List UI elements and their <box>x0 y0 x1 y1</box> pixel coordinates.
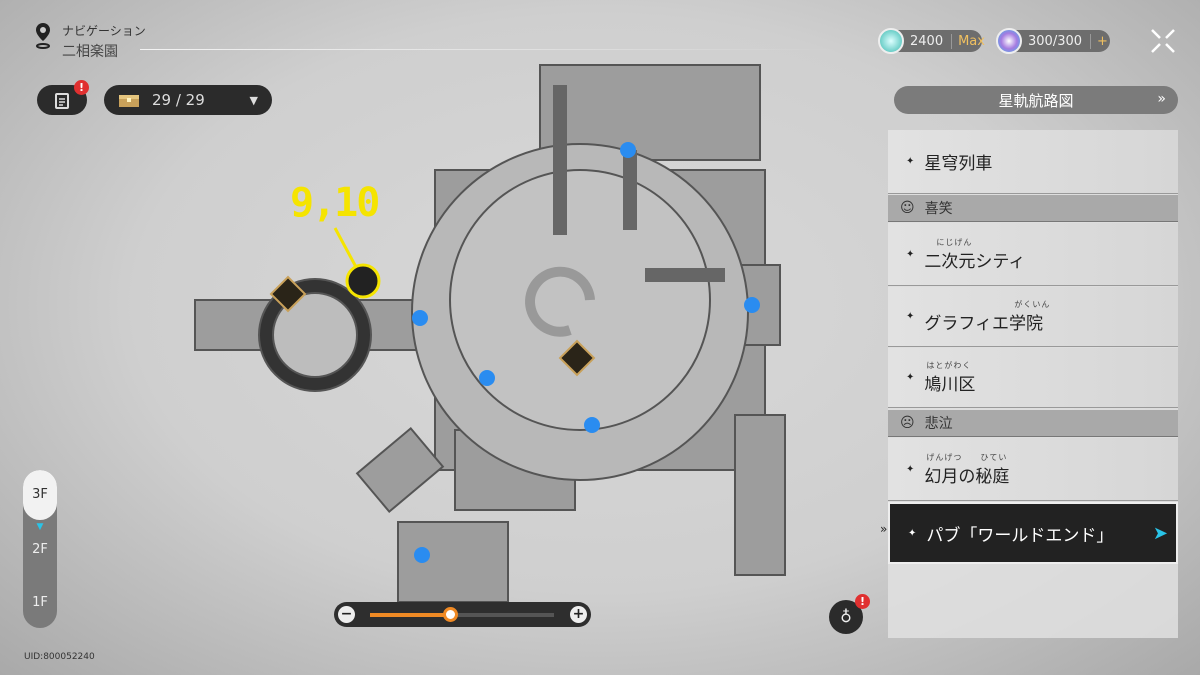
planet-icon: ♁ <box>840 607 852 626</box>
map-room-southeast <box>734 414 786 576</box>
star-rail-map-button[interactable]: 星軌航路図» <box>894 86 1178 114</box>
category-header-joy: ☺喜笑 <box>888 195 1178 222</box>
trailblaze-fuel-icon <box>878 28 904 54</box>
close-icon[interactable] <box>1150 28 1176 54</box>
floor-selector[interactable]: 3F ▼ 2F 1F <box>23 470 57 628</box>
origami-bird-marker-icon[interactable] <box>412 310 428 326</box>
star-icon: ✦ <box>906 156 915 167</box>
location-list[interactable]: ✦星穹列車 ☺喜笑 ✦にじげん二次元シティ ✦がくいんグラフィエ学院 ✦はとがわ… <box>880 130 1178 638</box>
navigation-label: ナビゲーション <box>62 24 146 38</box>
list-item-graffiti-academy[interactable]: ✦がくいんグラフィエ学院 <box>888 287 1178 347</box>
annotation-label: 9,10 <box>290 180 380 226</box>
origami-bird-marker-icon[interactable] <box>620 142 636 158</box>
zoom-control[interactable]: − + <box>334 602 591 627</box>
floor-3f[interactable]: 3F <box>23 470 57 520</box>
chest-count: 29 / 29 <box>152 91 205 109</box>
map-west-rotunda-floor <box>272 292 358 378</box>
shop-marker-icon[interactable] <box>269 275 307 313</box>
navigation-header: ナビゲーション二相楽園 <box>34 22 234 62</box>
star-icon: ✦ <box>906 311 915 322</box>
crying-mask-icon: ☹ <box>900 415 915 431</box>
add-power-button[interactable]: + <box>1090 33 1108 49</box>
list-item-dimension-city[interactable]: ✦にじげん二次元シティ <box>888 223 1178 286</box>
laughing-mask-icon: ☺ <box>900 200 915 216</box>
clipboard-icon <box>55 92 69 109</box>
treasure-chest-dropdown[interactable]: 29 / 29 ▼ <box>104 85 272 115</box>
npc-marker-icon[interactable] <box>345 263 381 299</box>
origami-bird-marker-icon[interactable] <box>414 547 430 563</box>
category-header-sorrow: ☹悲泣 <box>888 410 1178 437</box>
notification-badge: ! <box>74 80 89 95</box>
origami-bird-marker-icon[interactable] <box>584 417 600 433</box>
current-floor-marker-icon: ▼ <box>36 522 44 532</box>
quest-button[interactable]: ! <box>37 80 89 115</box>
notification-badge: ! <box>855 594 870 609</box>
list-item-astral-express[interactable]: ✦星穹列車 <box>888 130 1178 194</box>
star-icon: ✦ <box>906 463 915 475</box>
double-chevron-icon: » <box>1157 91 1166 107</box>
floor-1f[interactable]: 1F <box>32 595 48 610</box>
star-icon: ✦ <box>908 527 917 539</box>
current-location-arrow-icon: ➤ <box>1152 522 1168 544</box>
star-icon: ✦ <box>906 372 915 383</box>
origami-bird-marker-icon[interactable] <box>744 297 760 313</box>
uid-label: UID:800052240 <box>24 652 95 662</box>
star-icon: ✦ <box>906 248 915 260</box>
trailblaze-power-icon <box>996 28 1022 54</box>
list-item-pub-world-end[interactable]: ✦パブ「ワールドエンド」➤ <box>888 502 1178 564</box>
zoom-slider-handle[interactable] <box>443 607 458 622</box>
list-item-hatogawa-ward[interactable]: ✦はとがわく鳩川区 <box>888 348 1178 408</box>
location-pin-icon <box>36 23 50 49</box>
zoom-in-button[interactable]: + <box>570 606 587 623</box>
exit-marker-icon[interactable] <box>558 339 596 377</box>
treasure-chest-icon <box>119 95 139 107</box>
origami-bird-marker-icon[interactable] <box>479 370 495 386</box>
list-item-phantom-moon-garden[interactable]: ✦げんげつ ひてい幻月の秘庭 <box>888 438 1178 501</box>
currency-trailblaze-power[interactable]: 300/300+ <box>996 28 1110 54</box>
zoom-fill <box>370 613 450 617</box>
map-area[interactable] <box>0 0 880 640</box>
location-name: 二相楽園 <box>62 44 118 60</box>
dropdown-arrow-icon: ▼ <box>249 93 258 107</box>
map-legend-button[interactable]: ♁! <box>829 594 870 634</box>
header-divider <box>140 49 840 50</box>
floor-2f[interactable]: 2F <box>32 542 48 557</box>
map-room-southwest <box>397 521 509 603</box>
zoom-out-button[interactable]: − <box>338 606 355 623</box>
zoom-track[interactable] <box>370 613 554 617</box>
selection-pointer-icon: » <box>880 522 888 536</box>
map-room-diagonal <box>355 426 445 514</box>
map-inner-plaza <box>449 169 711 431</box>
